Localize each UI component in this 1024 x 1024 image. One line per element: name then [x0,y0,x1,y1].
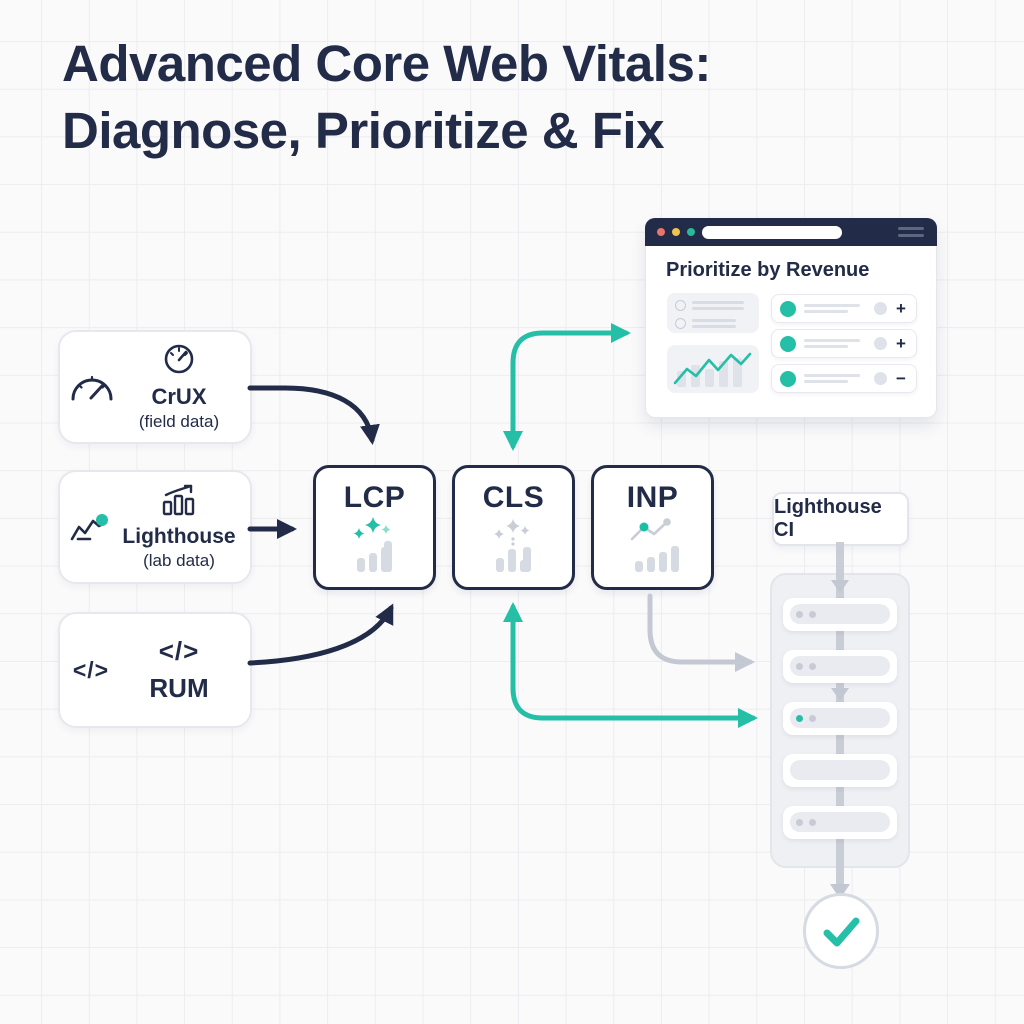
status-dot-icon [780,370,796,387]
source-box-rum: </> </> RUM [58,612,252,728]
drag-handle-dot [874,372,887,385]
arrow-inp-to-pipeline [647,593,755,672]
sparkle-bars-icon [493,519,531,572]
browser-window: Prioritize by Revenue [645,218,937,418]
revenue-chart-card [667,345,759,393]
drag-handle-dot [874,302,887,315]
bullet-circle-icon [675,318,686,329]
metric-label: CLS [482,481,545,514]
arrow-cls-browser [503,323,631,451]
bar-chart-growth-icon [162,484,195,516]
list-item [675,300,759,311]
source-label: RUM [149,673,209,703]
arrow-cls-pipeline [503,602,758,728]
metric-box-lcp: LCP [313,465,436,590]
title-line-1: Advanced Core Web Vitals: [62,35,711,92]
status-dot-icon [780,335,796,352]
source-sublabel: (lab data) [143,551,215,570]
pipeline-step [783,806,897,839]
source-label: Lighthouse [122,525,236,548]
sparkle-bars-icon [353,517,392,572]
pipeline-step [783,702,897,735]
lighthouse-ci-label: Lighthouse CI [772,492,909,546]
arrow-crux-to-lcp [247,385,380,445]
code-icon: </> [60,657,122,684]
code-glyph: </> [72,656,110,683]
drag-handle-dot [874,337,887,350]
source-sublabel: (field data) [138,412,220,431]
window-close-dot[interactable] [657,228,665,236]
summary-list-card [667,293,759,333]
lighthouse-ci-text: Lighthouse CI [774,496,882,541]
list-item [675,318,759,329]
bullet-circle-icon [675,300,686,311]
gauge-circle-icon [164,344,194,374]
metric-label: INP [626,481,679,514]
pipeline-step [783,754,897,787]
line-chart-icon [60,511,122,543]
pipeline-step [783,650,897,683]
gauge-semicircle-icon [60,370,122,404]
source-label: CrUX [151,384,207,409]
flow-arrowhead-icon [831,688,849,701]
menu-icon[interactable] [898,227,924,237]
title-line-2: Diagnose, Prioritize & Fix [62,102,664,159]
flow-arrowhead-icon [831,580,849,593]
priority-row: − [771,364,917,393]
metric-label: LCP [343,481,406,514]
arrow-rum-to-lcp [247,603,394,666]
metric-box-inp: INP [591,465,714,590]
browser-titlebar [645,218,937,246]
source-box-lighthouse: Lighthouse (lab data) [58,470,252,584]
success-check-circle [803,893,879,969]
browser-heading: Prioritize by Revenue [666,259,870,281]
code-icon: </> [158,636,200,666]
add-button[interactable]: + [896,333,906,353]
status-dot-icon [780,300,796,317]
priority-row: + [771,294,917,323]
metric-box-cls: CLS [452,465,575,590]
add-button[interactable]: + [896,298,906,318]
checkmark-icon [823,917,860,947]
priority-row: + [771,329,917,358]
address-bar[interactable] [702,226,842,239]
window-minimize-dot[interactable] [672,228,680,236]
revenue-chart [673,352,752,387]
page-title: Advanced Core Web Vitals: Diagnose, Prio… [62,30,711,164]
source-box-crux: CrUX (field data) [58,330,252,444]
pipeline-step [783,598,897,631]
remove-button[interactable]: − [896,368,906,388]
window-maximize-dot[interactable] [687,228,695,236]
trend-bars-icon [630,518,679,572]
